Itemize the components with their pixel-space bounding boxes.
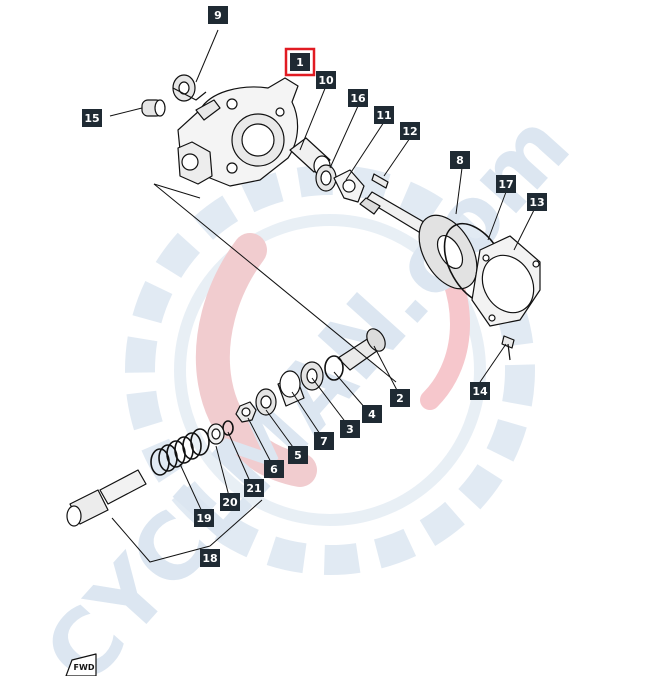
callout-part-5: 5 [288, 446, 308, 464]
callout-label: 18 [202, 552, 217, 565]
ring-drawing-4 [324, 355, 344, 381]
callout-part-1: 1 [284, 47, 316, 77]
callout-box [450, 151, 470, 169]
callout-part-20: 20 [220, 493, 240, 511]
sleeve-drawing-7 [277, 370, 305, 407]
housing-drawing [177, 77, 299, 187]
shaft-drawing-8 [359, 191, 478, 290]
callout-part-15: 15 [82, 109, 102, 127]
callout-label: 1 [296, 56, 304, 69]
callout-box [340, 420, 360, 438]
callout-label: 2 [396, 392, 404, 405]
bearing-drawing-16 [315, 164, 337, 192]
callout-part-9: 9 [208, 6, 228, 24]
callout-box [288, 446, 308, 464]
damper-drawing-18 [66, 469, 147, 527]
callout-part-11: 11 [374, 106, 394, 124]
callout-label: 17 [498, 178, 513, 191]
callout-box [194, 509, 214, 527]
callout-label: 5 [294, 449, 302, 462]
callout-label: 3 [346, 423, 354, 436]
highlight-frame [284, 47, 316, 77]
callout-part-14: 14 [470, 382, 490, 400]
callout-part-16: 16 [348, 89, 368, 107]
exploded-view: FWD [65, 29, 541, 677]
bearing-drawing-9 [172, 74, 207, 102]
callout-label: 13 [529, 196, 544, 209]
callout-box [244, 479, 264, 497]
callout-part-17: 17 [496, 175, 516, 193]
cover-drawing-13 [471, 235, 541, 327]
callout-label: 6 [270, 463, 278, 476]
callout-part-7: 7 [314, 432, 334, 450]
callout-box [220, 493, 240, 511]
callout-box [348, 89, 368, 107]
callout-part-12: 12 [400, 122, 420, 140]
callout-box [390, 389, 410, 407]
callout-box [314, 432, 334, 450]
callout-label: 9 [214, 9, 222, 22]
callout-label: 11 [376, 109, 391, 122]
callout-box [200, 549, 220, 567]
callout-label: 8 [456, 154, 464, 167]
callout-box [208, 6, 228, 24]
nut-drawing-6 [235, 401, 257, 423]
callout-part-3: 3 [340, 420, 360, 438]
callout-part-13: 13 [527, 193, 547, 211]
bearing-drawing-3 [300, 361, 324, 391]
callout-label: 15 [84, 112, 99, 125]
callout-label: 16 [350, 92, 366, 105]
callout-box [316, 71, 336, 89]
callout-box [264, 460, 284, 478]
callout-label: 12 [402, 125, 417, 138]
callout-part-6: 6 [264, 460, 284, 478]
callout-label: 7 [320, 435, 328, 448]
callout-label: 4 [368, 408, 376, 421]
callout-box [400, 122, 420, 140]
callout-box [82, 109, 102, 127]
bolt-drawing-12 [371, 173, 389, 189]
callout-part-2: 2 [390, 389, 410, 407]
callout-box [496, 175, 516, 193]
collar-drawing-15 [141, 99, 166, 117]
callout-label: 21 [246, 482, 261, 495]
callout-part-8: 8 [450, 151, 470, 169]
spring-drawing-19 [150, 428, 210, 476]
callout-label: 19 [196, 512, 211, 525]
plate-drawing-11 [333, 169, 365, 203]
callout-part-10: 10 [316, 71, 336, 89]
bearing-drawing-5 [255, 388, 277, 416]
callout-box [527, 193, 547, 211]
callout-part-19: 19 [194, 509, 214, 527]
callout-box [470, 382, 490, 400]
callout-part-18: 18 [200, 549, 220, 567]
callout-label: 10 [318, 74, 334, 87]
callout-box [374, 106, 394, 124]
callout-part-4: 4 [362, 405, 382, 423]
callout-part-21: 21 [244, 479, 264, 497]
fwd-label: FWD [74, 663, 95, 672]
callout-label: 14 [472, 385, 488, 398]
callout-box [362, 405, 382, 423]
callout-box [290, 53, 310, 71]
washer-drawing-20 [207, 423, 225, 445]
callout-label: 20 [222, 496, 238, 509]
